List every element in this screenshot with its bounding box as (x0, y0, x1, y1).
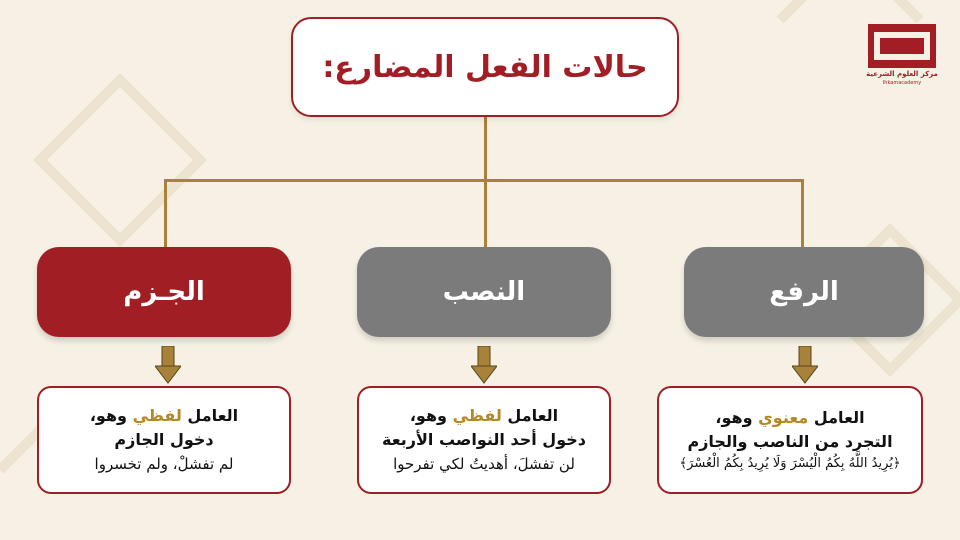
category-nasb: النصب (357, 247, 611, 337)
connector-right (801, 179, 804, 247)
diagram-title-box: حالات الفعل المضارع: (291, 17, 679, 117)
down-arrow-icon (792, 346, 818, 384)
category-raf: الرفع (684, 247, 924, 337)
logo-tagline: Ihkamacademy (882, 80, 922, 86)
detail-jazm-line1: العامل لفظي وهو، (89, 406, 239, 425)
detail-jazm-example: لم تفشلْ، ولم تخسروا (94, 455, 234, 473)
detail-box-raf: العامل معنوي وهو، التجرد من الناصب والجا… (657, 386, 923, 494)
detail-jazm-line2: دخول الجازم (114, 430, 214, 449)
ihkam-logo (868, 24, 936, 68)
detail-raf-example: ﴿يُرِيدُ اللَّهُ بِكُمُ الْيُسْرَ وَلَا … (679, 455, 901, 471)
diagram-title: حالات الفعل المضارع: (322, 49, 648, 85)
detail-raf-line2: التجرد من الناصب والجازم (687, 431, 893, 451)
detail-raf-line1: العامل معنوي وهو، (715, 407, 865, 427)
detail-box-jazm: العامل لفظي وهو، دخول الجازم لم تفشلْ، و… (37, 386, 291, 494)
category-raf-label: الرفع (769, 277, 839, 307)
connector-left (164, 179, 167, 247)
logo-subtitle: مركز العلوم الشرعية (866, 70, 938, 78)
connector-middle (484, 179, 487, 247)
connector-trunk (484, 117, 487, 181)
detail-nasb-line1: العامل لفظي وهو، (409, 406, 559, 425)
category-jazm: الجـزم (37, 247, 291, 337)
down-arrow-icon (471, 346, 497, 384)
category-jazm-label: الجـزم (123, 277, 205, 307)
detail-nasb-example: لن تفشلَ، أهديتُ لكي تفرحوا (393, 455, 575, 473)
down-arrow-icon (155, 346, 181, 384)
detail-nasb-line2: دخول أحد النواصب الأربعة (382, 430, 586, 449)
category-nasb-label: النصب (442, 277, 526, 307)
detail-box-nasb: العامل لفظي وهو، دخول أحد النواصب الأربع… (357, 386, 611, 494)
